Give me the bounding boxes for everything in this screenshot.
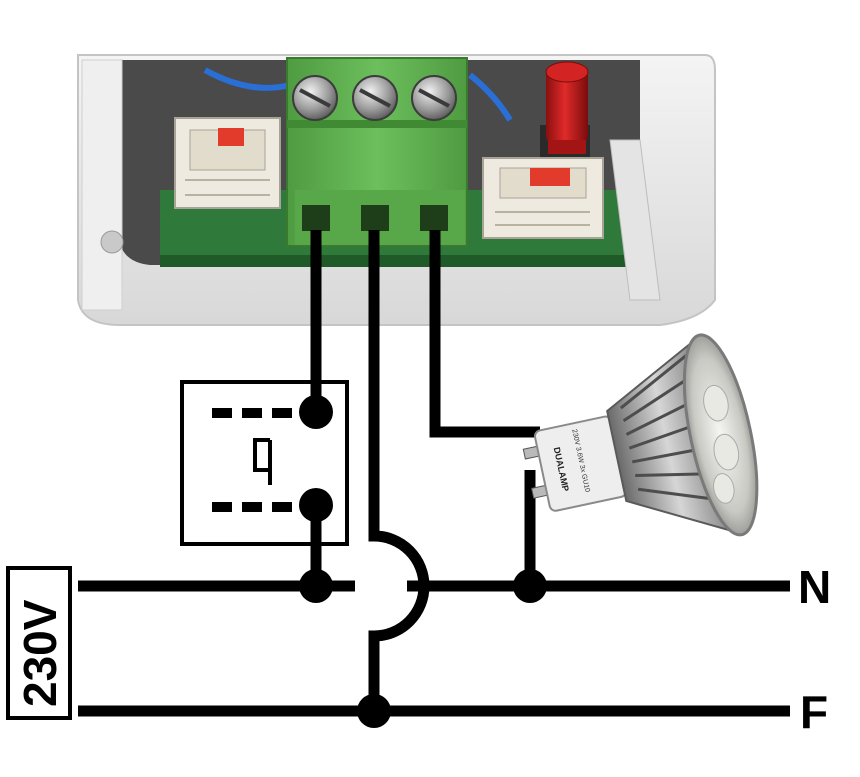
potentiometer-knob — [540, 61, 590, 165]
screw — [352, 75, 398, 121]
terminal-slot — [420, 205, 448, 231]
mounting-hole — [100, 230, 124, 254]
voltage-label-box: 230V — [6, 566, 72, 720]
dip-switch-right — [482, 157, 604, 239]
control-box-photo — [77, 54, 716, 326]
junction-dot — [299, 488, 333, 522]
phase-label: F — [800, 686, 828, 738]
terminal-slot — [361, 205, 389, 231]
housing-post — [81, 59, 123, 311]
junction-dot — [357, 694, 391, 728]
dip-switch-left — [174, 117, 281, 209]
blue-wire — [203, 67, 291, 91]
terminal-slot — [302, 205, 330, 231]
junctions — [299, 395, 547, 728]
neutral-label: N — [798, 561, 831, 613]
pcb-board-edge — [160, 255, 630, 267]
wire-terminal-2 — [368, 230, 430, 711]
terminal-block — [286, 57, 468, 247]
push-button-symbol — [180, 380, 349, 546]
led-lamp: DUALAMP 230V 3.6W 3x GU10 — [522, 333, 759, 537]
screw — [411, 75, 457, 121]
wire-terminal-3 — [429, 230, 540, 438]
junction-dot — [299, 569, 333, 603]
housing-right-wall — [609, 139, 661, 301]
blue-wire — [468, 72, 513, 122]
junction-dot — [513, 569, 547, 603]
junction-dot — [299, 395, 333, 429]
screw — [292, 75, 338, 121]
voltage-label: 230V — [14, 599, 66, 707]
